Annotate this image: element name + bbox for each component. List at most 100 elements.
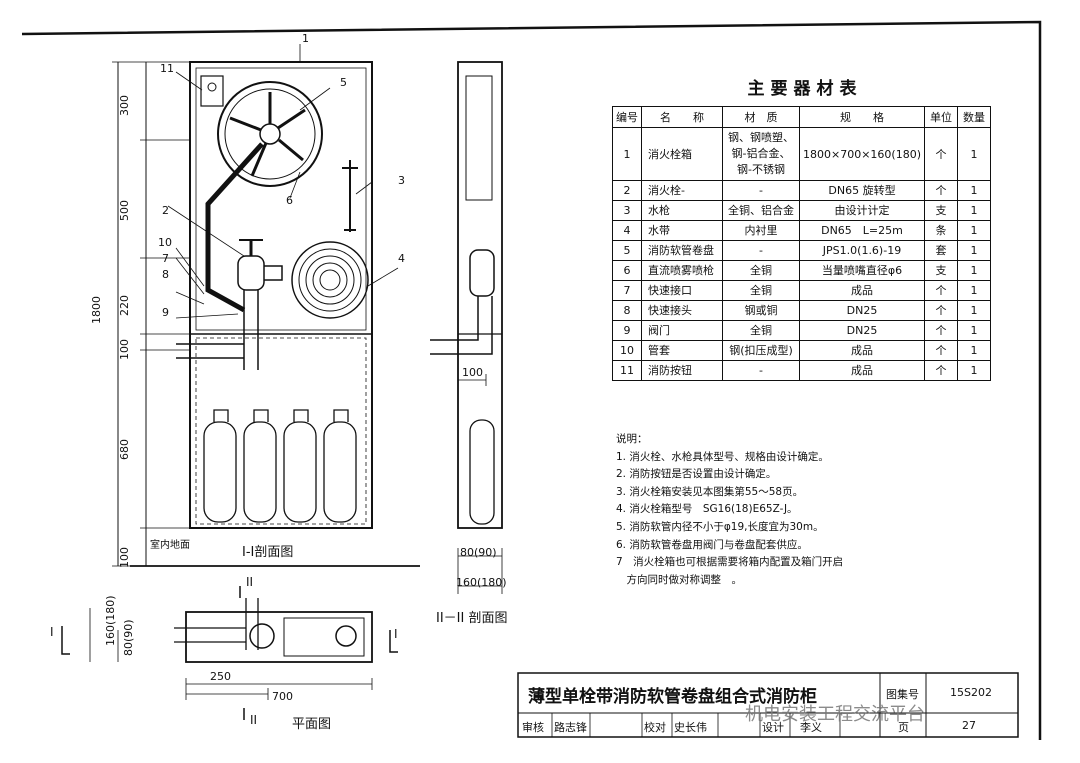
drawing-title: 薄型单栓带消防软管卷盘组合式消防柜 [528, 687, 817, 707]
floor-label: 室内地面 [150, 538, 190, 551]
col-qty: 数量 [957, 106, 991, 128]
cell-no: 8 [612, 300, 642, 321]
table-header-row: 编号 名 称 材 质 规 格 单位 数量 [612, 106, 991, 128]
title-block [517, 672, 1019, 738]
plan-dim-160: 160(180) [104, 595, 117, 646]
check-label: 校对 [644, 721, 666, 734]
dim-500: 500 [118, 200, 131, 221]
cell-qty: 1 [957, 220, 991, 241]
cell-material: 钢或铜 [722, 300, 800, 321]
atlas-label: 图集号 [886, 688, 919, 701]
cell-no: 2 [612, 180, 642, 201]
review-label: 审核 [522, 721, 544, 734]
dim-100-bottom: 100 [118, 547, 131, 568]
dim-250: 250 [210, 670, 231, 683]
cell-qty: 1 [957, 180, 991, 201]
cell-material: - [722, 360, 800, 381]
note-item: 3. 消火栓箱安装见本图集第55～58页。 [616, 485, 804, 498]
cell-spec: 由设计计定 [799, 200, 925, 221]
dim-300: 300 [118, 95, 131, 116]
callout-9: 9 [162, 306, 169, 319]
fire-button-box [200, 75, 224, 107]
watermark: 机电安装工程交流平台 [745, 704, 925, 725]
col-no: 编号 [612, 106, 642, 128]
table-title: 主要器材表 [747, 79, 863, 99]
cell-name: 快速接口 [641, 280, 723, 301]
cell-unit: 个 [924, 300, 958, 321]
cell-material: - [722, 240, 800, 261]
plan-outline [185, 611, 373, 663]
cell-qty: 1 [957, 127, 991, 181]
cell-qty: 1 [957, 280, 991, 301]
dim-700: 700 [272, 690, 293, 703]
cell-unit: 个 [924, 280, 958, 301]
hose-reel [217, 81, 323, 187]
cell-qty: 1 [957, 360, 991, 381]
cell-name: 水枪 [641, 200, 723, 221]
cell-no: 4 [612, 220, 642, 241]
cell-unit: 个 [924, 180, 958, 201]
cell-qty: 1 [957, 340, 991, 361]
dim-680: 680 [118, 439, 131, 460]
dim-220: 220 [118, 295, 131, 316]
note-item: 2. 消防按钮是否设置由设计确定。 [616, 468, 777, 481]
cell-spec: 成品 [799, 360, 925, 381]
notes: 说明： 1. 消火栓、水枪具体型号、规格由设计确定。 2. 消防按钮是否设置由设… [616, 431, 843, 589]
cell-spec: 1800×700×160(180) [799, 127, 925, 181]
callout-7: 7 [162, 252, 169, 265]
section-II-label: II－II 剖面图 [436, 611, 507, 626]
cell-unit: 条 [924, 220, 958, 241]
callout-4: 4 [398, 252, 405, 265]
col-unit: 单位 [924, 106, 958, 128]
cell-unit: 套 [924, 240, 958, 261]
cell-name: 消防软管卷盘 [641, 240, 723, 261]
cell-spec: JPS1.0(1.6)-19 [799, 240, 925, 261]
design-label: 设计 [762, 721, 784, 734]
cell-unit: 个 [924, 127, 958, 181]
note-item: 1. 消火栓、水枪具体型号、规格由设计确定。 [616, 450, 829, 463]
designer-name: 李义 [800, 721, 822, 734]
cell-qty: 1 [957, 240, 991, 261]
cell-unit: 个 [924, 320, 958, 341]
col-material: 材 质 [722, 106, 800, 128]
cell-material: 全铜 [722, 280, 800, 301]
cell-no: 9 [612, 320, 642, 341]
sheet-border [21, 20, 1042, 740]
cell-material: 全铜、铝合金 [722, 200, 800, 221]
cell-name: 消火栓- [641, 180, 723, 201]
cell-no: 1 [612, 127, 642, 181]
cut-I-left: I [50, 625, 54, 639]
cell-spec: 当量喷嘴直径φ6 [799, 260, 925, 281]
cell-material: 钢(扣压成型) [722, 340, 800, 361]
reviewer-name: 路志锋 [554, 721, 587, 734]
note-item: 5. 消防软管内径不小于φ19,长度宜为30m。 [616, 520, 824, 533]
cell-name: 消防按钮 [641, 360, 723, 381]
page-number: 27 [962, 719, 976, 732]
note-item: 6. 消防软管卷盘用阀门与卷盘配套供应。 [616, 538, 808, 551]
cell-no: 7 [612, 280, 642, 301]
cell-no: 6 [612, 260, 642, 281]
cell-qty: 1 [957, 320, 991, 341]
cell-qty: 1 [957, 300, 991, 321]
cut-I-right: I [394, 627, 398, 641]
callout-6: 6 [286, 194, 293, 207]
cell-spec: DN65 旋转型 [799, 180, 925, 201]
cell-name: 管套 [641, 340, 723, 361]
callout-5: 5 [340, 76, 347, 89]
plan-label: 平面图 [292, 717, 331, 732]
dim-100-side: 100 [462, 366, 483, 379]
cell-material: 内衬里 [722, 220, 800, 241]
dim-100-top: 100 [118, 339, 131, 360]
extinguishers [203, 409, 357, 523]
cell-qty: 1 [957, 200, 991, 221]
dim-80-side: 80(90) [460, 546, 497, 559]
